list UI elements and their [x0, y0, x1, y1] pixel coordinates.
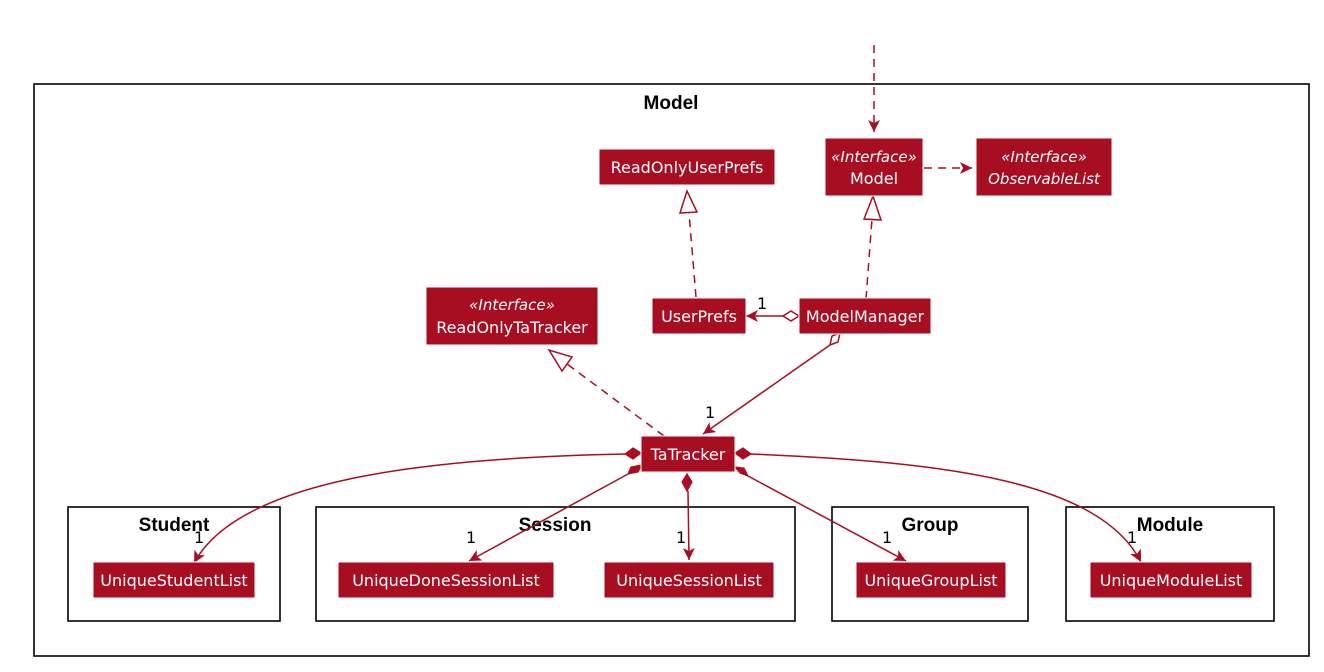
tatracker-grouplist-composition — [747, 475, 907, 562]
class-box — [337, 561, 555, 599]
class-box — [603, 561, 775, 599]
relationships — [193, 45, 1142, 564]
class-name: UniqueStudentList — [100, 571, 247, 590]
class-unique-session-list[interactable]: UniqueSessionList — [603, 561, 775, 599]
class-observable-list[interactable]: «Interface» ObservableList — [975, 137, 1113, 197]
package-session-title: Session — [519, 515, 592, 536]
package-student-title: Student — [139, 515, 210, 536]
class-ta-tracker[interactable]: TaTracker — [640, 435, 736, 473]
modelmanager-realizes-model — [865, 218, 873, 300]
tatracker-donesessionlist-diamond — [626, 464, 644, 475]
modelmanager-userprefs-diamond — [781, 310, 801, 322]
tatracker-studentlist-diamond — [623, 447, 643, 460]
multiplicity-done-session-list: 1 — [466, 528, 476, 547]
class-box — [425, 286, 599, 346]
package-session — [315, 506, 796, 622]
class-box — [651, 297, 747, 335]
package-model — [33, 83, 1310, 657]
class-unique-student-list[interactable]: UniqueStudentList — [92, 561, 256, 599]
class-name: UniqueModuleList — [1100, 571, 1243, 590]
class-stereotype: «Interface» — [469, 296, 555, 314]
class-box — [824, 137, 924, 197]
tatracker-studentlist-composition — [193, 453, 626, 564]
class-box — [798, 297, 932, 335]
tatracker-sessionlist-composition — [682, 490, 695, 561]
tatracker-sessionlist-diamond — [681, 472, 693, 493]
tatracker-modulelist-diamond — [733, 447, 753, 460]
class-name: UniqueGroupList — [864, 571, 997, 590]
class-read-only-user-prefs[interactable]: ReadOnlyUserPrefs — [598, 148, 776, 186]
modelmanager-tatracker-diamond — [828, 331, 842, 347]
class-user-prefs[interactable]: UserPrefs — [651, 297, 747, 335]
model-realization-head — [862, 193, 883, 221]
class-box — [640, 435, 736, 473]
class-name: UserPrefs — [661, 307, 737, 326]
class-unique-group-list[interactable]: UniqueGroupList — [855, 561, 1007, 599]
readonlyuserprefs-realization-head — [678, 188, 699, 214]
package-module — [1065, 506, 1275, 622]
package-module-title: Module — [1137, 515, 1204, 536]
readonlytatracker-realization-head — [547, 348, 574, 373]
class-model-manager[interactable]: ModelManager — [798, 297, 932, 335]
class-unique-module-list[interactable]: UniqueModuleList — [1089, 561, 1253, 599]
class-stereotype: «Interface» — [1001, 148, 1087, 166]
modelmanager-tatracker-aggregation — [702, 344, 831, 435]
multiplicity-tatracker: 1 — [705, 403, 715, 422]
package-group-title: Group — [902, 515, 959, 536]
class-unique-done-session-list[interactable]: UniqueDoneSessionList — [337, 561, 555, 599]
multiplicity-userprefs: 1 — [757, 294, 767, 313]
class-box — [598, 148, 776, 186]
tatracker-realizes-readonlytatracker — [566, 363, 665, 437]
multiplicity-module-list: 1 — [1127, 528, 1137, 547]
class-name: ModelManager — [806, 307, 925, 326]
class-box — [92, 561, 256, 599]
class-name: UniqueSessionList — [616, 571, 761, 590]
class-name: ReadOnlyTaTracker — [436, 318, 588, 337]
multiplicity-group-list: 1 — [882, 528, 892, 547]
class-box — [1089, 561, 1253, 599]
userprefs-realizes-readonlyuserprefs — [688, 212, 697, 298]
class-box — [855, 561, 1007, 599]
package-model-title: Model — [644, 93, 699, 114]
tatracker-grouplist-diamond — [733, 466, 750, 478]
class-name: ObservableList — [988, 170, 1101, 188]
class-name: Model — [850, 169, 898, 188]
class-name: ReadOnlyUserPrefs — [611, 158, 764, 177]
class-model-interface[interactable]: «Interface» Model — [824, 137, 924, 197]
multiplicity-session-list: 1 — [676, 528, 686, 547]
package-student — [67, 506, 281, 622]
class-read-only-ta-tracker[interactable]: «Interface» ReadOnlyTaTracker — [425, 286, 599, 346]
multiplicity-student-list: 1 — [194, 528, 204, 547]
tatracker-donesessionlist-composition — [468, 473, 629, 562]
class-name: UniqueDoneSessionList — [352, 571, 540, 590]
class-name: TaTracker — [650, 445, 726, 464]
class-box — [975, 137, 1113, 197]
class-stereotype: «Interface» — [831, 148, 917, 166]
package-group — [831, 506, 1029, 622]
tatracker-modulelist-composition — [750, 453, 1142, 563]
